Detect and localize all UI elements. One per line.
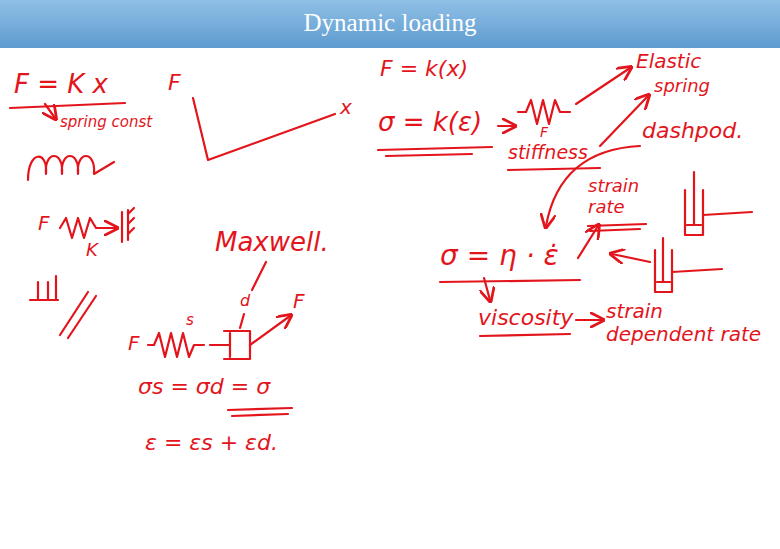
handwritten-note: spring (654, 76, 710, 97)
handwritten-note: viscosity (478, 305, 573, 330)
pointer-arrow (484, 278, 490, 300)
spring-symbol (60, 218, 116, 238)
handwritten-note: F (540, 124, 548, 140)
handwritten-note: σ = η · ε̇ (440, 240, 559, 272)
spring-symbol (148, 333, 204, 357)
slash-marks (60, 292, 96, 338)
coil-spring (28, 156, 114, 180)
underline (508, 168, 600, 170)
pointer-arrow (45, 104, 55, 118)
dashpot-symbol (655, 238, 722, 292)
handwritten-note: σ = k(ε) (378, 108, 482, 138)
double-underline (588, 224, 646, 231)
pointer-arrow (576, 68, 630, 104)
double-underline (378, 147, 492, 156)
force-displacement-line (193, 98, 335, 160)
force-arrow (250, 316, 290, 345)
handwritten-note: d (240, 292, 250, 310)
slide-title: Dynamic loading (0, 0, 780, 48)
leader-line (252, 262, 266, 290)
handwritten-note: F (38, 212, 50, 235)
double-underline (228, 408, 292, 416)
handwritten-note: spring const (60, 114, 152, 131)
handwritten-note: Elastic (636, 50, 701, 73)
handwritten-note: F = K x (14, 70, 108, 100)
handwritten-note: x (340, 96, 352, 119)
handwritten-note: σs = σd = σ (138, 374, 270, 399)
handwritten-note: strain rate (588, 176, 652, 217)
handwritten-note: dashpod. (642, 118, 743, 143)
spring-symbol (518, 100, 570, 124)
pointer-arrow (600, 96, 648, 146)
pointer-arrow (498, 125, 514, 127)
handwritten-note: s (186, 312, 194, 329)
underline (440, 280, 580, 282)
handwritten-note: F (293, 290, 305, 313)
pointer-arrow (576, 319, 602, 321)
handwritten-note: strain dependent rate (606, 300, 766, 346)
handwritten-note: Maxwell. (215, 228, 329, 258)
leader-line (240, 314, 244, 328)
handwritten-note: F (168, 70, 181, 95)
dashpot-symbol (210, 331, 250, 359)
handwritten-note: F (128, 332, 140, 355)
handwritten-note: K (86, 240, 98, 261)
underline (10, 103, 125, 108)
handwritten-note: F = k(x) (380, 56, 468, 81)
handwritten-note: stiffness (508, 142, 588, 164)
pointer-arrow (612, 254, 650, 262)
wall-symbol (122, 208, 134, 242)
underline (480, 334, 570, 336)
ground-symbol (30, 276, 58, 300)
dashpot-symbol (685, 172, 752, 235)
handwritten-note: ε = εs + εd. (145, 430, 278, 455)
